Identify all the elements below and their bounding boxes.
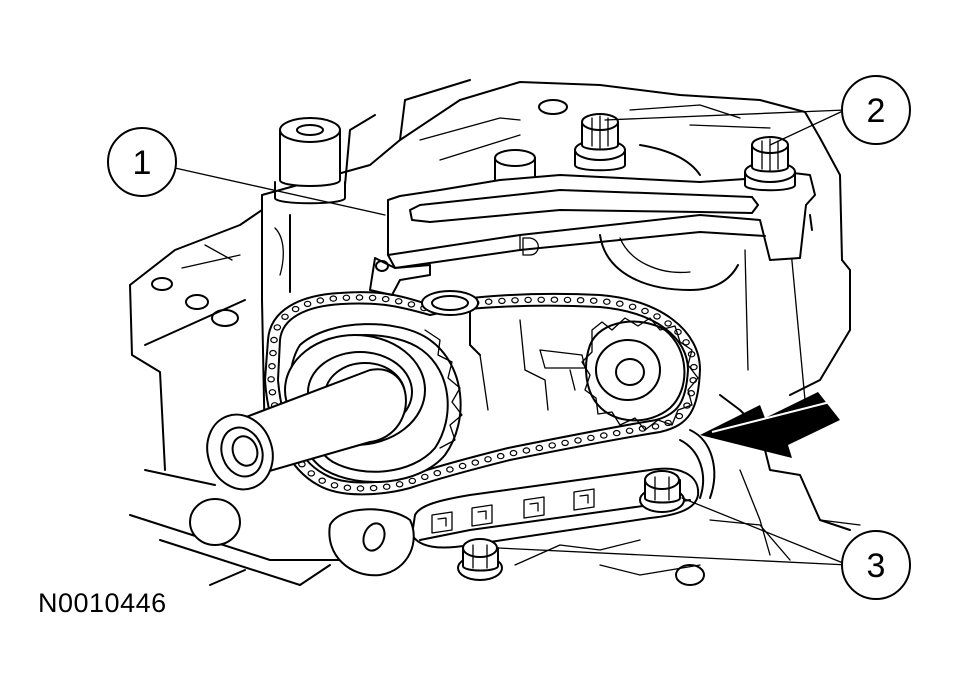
chain-link xyxy=(291,305,300,313)
chain-link xyxy=(273,324,282,331)
chain-link xyxy=(612,429,621,437)
chain-link xyxy=(381,295,390,303)
chain-link xyxy=(641,307,649,315)
chain-link xyxy=(458,462,467,470)
chain-link xyxy=(651,423,660,430)
chain-link xyxy=(471,459,480,466)
chain-link xyxy=(484,298,493,305)
chain-link xyxy=(270,336,278,344)
chain-link xyxy=(342,294,351,301)
chain-link xyxy=(509,449,518,457)
chain-link xyxy=(524,296,532,304)
callout-3-label: 3 xyxy=(867,547,886,585)
head-tube xyxy=(274,117,346,205)
callout-3: 3 xyxy=(841,530,911,600)
chain-link xyxy=(535,444,544,452)
chain-link xyxy=(408,477,417,485)
callout-1-label: 1 xyxy=(133,144,152,182)
chain-link xyxy=(329,295,338,302)
chain-link xyxy=(484,456,492,463)
chain-link xyxy=(576,297,585,304)
chain-link xyxy=(682,339,690,346)
chain-guide-ring xyxy=(421,290,479,316)
chain-link xyxy=(307,470,316,477)
chain-link xyxy=(561,439,569,447)
chain-link xyxy=(589,297,598,304)
chain-link xyxy=(548,442,557,449)
callout-leader-lines xyxy=(174,109,849,566)
chain-link xyxy=(356,485,365,492)
chain-link xyxy=(433,469,442,477)
chain-link xyxy=(330,482,339,489)
chain-link xyxy=(382,483,391,490)
chain-link xyxy=(368,294,377,302)
chain-link xyxy=(664,320,672,327)
chain-link xyxy=(269,349,277,357)
chain-link xyxy=(653,313,661,320)
chain-link xyxy=(268,363,276,370)
lower-block xyxy=(129,469,861,586)
chain-link xyxy=(563,296,572,304)
chain-link xyxy=(395,481,404,488)
callout-2: 2 xyxy=(841,75,911,145)
chain-link xyxy=(268,389,277,396)
callout-2-label: 2 xyxy=(867,92,886,130)
chain-link xyxy=(599,432,608,439)
chain-link xyxy=(303,300,312,308)
camshaft-sprocket-right xyxy=(539,317,699,431)
chain-link xyxy=(615,300,624,307)
chain-link xyxy=(602,298,611,305)
chain-link xyxy=(355,294,364,301)
tensioner-bolt-lower xyxy=(457,538,503,581)
camshaft-holding-bracket xyxy=(369,171,816,296)
chain-link xyxy=(628,303,637,310)
chain-link xyxy=(343,484,352,491)
chain-link xyxy=(550,296,559,303)
chain-link xyxy=(574,437,582,444)
chain-link xyxy=(587,434,595,442)
chain-link xyxy=(690,363,698,371)
chain-link xyxy=(407,301,416,308)
chain-link xyxy=(625,427,634,434)
direction-arrow-icon xyxy=(700,392,840,458)
figure-code: N0010446 xyxy=(38,588,167,618)
bracket-bolt-left xyxy=(574,113,626,172)
chain-link xyxy=(522,447,531,454)
chain-link xyxy=(498,297,506,305)
chain-link xyxy=(496,452,505,460)
chain-link xyxy=(537,296,546,303)
chain-link xyxy=(267,376,275,383)
chain-link xyxy=(394,298,403,305)
chain-link xyxy=(675,412,684,420)
cylinder-head xyxy=(129,79,851,556)
chain-link xyxy=(318,477,327,484)
tensioner-bolt-upper xyxy=(639,470,685,513)
callout-1: 1 xyxy=(107,127,177,197)
chain-link xyxy=(511,297,519,304)
chain-link xyxy=(446,466,454,473)
timing-chain xyxy=(264,291,701,496)
chain-link xyxy=(281,313,289,320)
chain-link xyxy=(369,484,378,492)
chain-link xyxy=(420,473,429,481)
chain-link xyxy=(316,297,325,304)
camshaft-extension-shaft xyxy=(206,368,407,491)
